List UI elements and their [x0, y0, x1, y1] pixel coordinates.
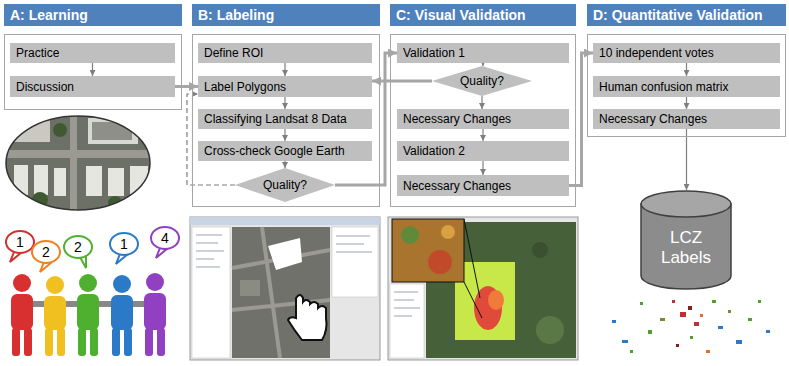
- aerial-photo: [0, 110, 160, 220]
- database-cylinder: LCZ Labels: [640, 190, 732, 290]
- node-label: Classifying Landsat 8 Data: [204, 112, 347, 126]
- panel-heading: B: Labeling: [192, 4, 380, 26]
- node-label: Necessary Changes: [403, 112, 511, 126]
- callout-number: 1: [112, 235, 136, 253]
- decision-diamond: Quality?: [432, 66, 532, 96]
- node-label: Quality?: [263, 178, 307, 192]
- node-label: Define ROI: [204, 46, 263, 60]
- process-box: Validation 1: [397, 43, 569, 63]
- flow-arrow: [482, 129, 483, 141]
- process-box: Necessary Changes: [397, 175, 569, 196]
- node-label: Cross-check Google Earth: [204, 144, 345, 158]
- node-label: Label Polygons: [204, 80, 286, 94]
- process-box: Discussion: [10, 76, 175, 97]
- node-label: Validation 2: [403, 144, 465, 158]
- process-box: Validation 2: [397, 141, 569, 161]
- flow-arrow: [686, 97, 687, 109]
- node-label: Practice: [16, 46, 59, 60]
- callout-number: 1: [8, 233, 32, 251]
- process-box: Classifying Landsat 8 Data: [198, 109, 372, 129]
- flow-arrow: [686, 63, 687, 76]
- flow-arrow: [187, 94, 235, 185]
- process-box: Define ROI: [198, 43, 372, 63]
- flow-arrow: [686, 129, 687, 190]
- google-earth-screenshot: [388, 217, 578, 360]
- node-label: LCZ Labels: [654, 228, 718, 268]
- people: [11, 273, 166, 356]
- callout-number: 2: [66, 238, 90, 256]
- flow-arrow: [284, 97, 285, 109]
- node-label: Quality?: [460, 74, 504, 88]
- flow-arrow: [482, 161, 483, 175]
- label-map: [605, 292, 780, 362]
- callout-number: 2: [34, 243, 58, 261]
- callout-number: 4: [153, 229, 177, 247]
- flow-arrow: [284, 63, 285, 76]
- decision-diamond: Quality?: [235, 168, 335, 202]
- panel-heading: D: Quantitative Validation: [587, 4, 786, 26]
- process-box: 10 independent votes: [593, 43, 780, 63]
- flow-arrow: [481, 96, 482, 109]
- node-label: 10 independent votes: [599, 46, 714, 60]
- stage-panel: A: LearningPracticeDiscussion: [4, 4, 182, 110]
- panel-heading: C: Visual Validation: [390, 4, 576, 26]
- process-box: Practice: [10, 43, 175, 63]
- node-label: Necessary Changes: [403, 179, 511, 193]
- stage-panel: D: Quantitative Validation 10 independent…: [587, 4, 786, 137]
- stage-panel: C: Visual ValidationValidation 1 Quality?…: [390, 4, 576, 207]
- node-label: Necessary Changes: [599, 112, 707, 126]
- speech-bubbles: [6, 227, 179, 272]
- flow-arrow: [284, 129, 285, 141]
- node-label: Validation 1: [403, 46, 465, 60]
- process-box: Cross-check Google Earth: [198, 141, 372, 161]
- process-box: Necessary Changes: [397, 109, 569, 129]
- flow-arrow: [92, 63, 93, 76]
- flow-arrow: [482, 63, 483, 66]
- stage-panel: B: LabelingDefine ROI Label PolygonsClass…: [192, 4, 380, 207]
- flow-arrow: [372, 80, 432, 83]
- flow-arrow: [569, 53, 593, 186]
- node-label: Human confusion matrix: [599, 80, 728, 94]
- panel-heading: A: Learning: [4, 4, 182, 26]
- flow-arrow: [175, 85, 198, 88]
- process-box: Label Polygons: [198, 76, 372, 97]
- software-screenshot: [190, 217, 380, 360]
- node-label: Discussion: [16, 80, 74, 94]
- process-box: Human confusion matrix: [593, 76, 780, 97]
- flow-arrow: [284, 161, 285, 168]
- process-box: Necessary Changes: [593, 109, 780, 129]
